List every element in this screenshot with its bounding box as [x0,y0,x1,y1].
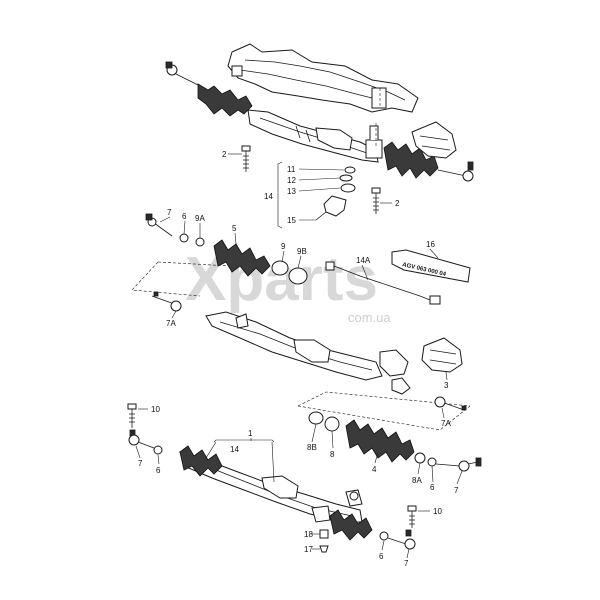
callout-7-mid: 7 [167,208,172,217]
tie-rod-7A-left [170,300,182,312]
watermark-domain: com.ua [348,310,391,325]
ring-8A [414,452,426,464]
middle-rack-assembly: AGV 063 000 04 [131,213,471,431]
callout-14A: 14A [356,256,371,265]
nut-6-bottom-right [379,531,389,541]
callout-6-bottom-right: 6 [379,552,384,561]
boot-4 [345,419,415,463]
tie-rod-end-7-bottom [128,434,140,446]
callout-15: 15 [287,216,296,225]
callout-8B: 8B [307,443,317,452]
pinion-middle [379,349,409,377]
bolt-2-left [241,145,251,172]
bolt-10-left [127,403,137,428]
callout-7-kit: 7 [454,486,459,495]
callout-14-bottom: 14 [230,445,239,454]
ring-13 [340,183,356,193]
callout-6-bottom-left: 6 [156,466,161,475]
callout-9A: 9A [195,214,205,223]
valve-housing [315,127,353,151]
boot-right-top [383,141,439,179]
callout-9: 9 [281,242,286,251]
callout-10-right: 10 [433,507,442,516]
shield-bracket [371,87,387,109]
watermark-brand: Xparts [185,245,378,314]
tie-rod-end-right [462,170,474,182]
tie-rod-end-7-bottom-right [404,538,416,550]
rack-body-middle [205,311,383,381]
callout-7A-left: 7A [166,319,176,328]
part-18 [319,529,329,539]
callout-4: 4 [372,465,377,474]
callout-16: 16 [426,240,435,249]
callout-14-top: 14 [264,192,273,201]
seal-11 [344,166,356,174]
callout-2-right: 2 [395,199,400,208]
callout-5: 5 [232,224,237,233]
callout-17: 17 [304,545,313,554]
callouts-top: 2 11 12 13 14 15 2 [222,150,400,229]
nut-6-kit [427,457,437,467]
valve-housing-bottom [261,475,299,499]
callout-7-bottom-right: 7 [404,559,409,568]
callout-9B: 9B [297,247,307,256]
valve-housing-middle [293,339,331,363]
callout-11: 11 [287,165,296,174]
callout-6-mid: 6 [182,212,187,221]
sensor-14A [325,261,335,271]
callout-1: 1 [248,429,253,438]
top-rack-assembly [165,43,474,221]
sensor-cable [333,265,431,301]
bolt-2-right [371,187,381,214]
sensor-plug [429,295,441,305]
part-17 [319,545,329,553]
callout-2-left: 2 [222,150,227,159]
clamp-9 [271,260,289,276]
clamp-9B [288,267,308,285]
clamp-8B [308,411,324,425]
boot-left-bottom [179,445,223,477]
callouts-middle: 7 6 9A 5 9 9B 14A 16 7A 3 7A [159,208,451,428]
callout-10-left: 10 [151,405,160,414]
sensor-15 [323,195,347,217]
callout-8: 8 [330,450,335,459]
nut-6-bottom-left [153,445,163,455]
tie-rod-7A-right [434,396,446,408]
shield-mount [231,65,243,77]
callout-3: 3 [444,381,449,390]
callout-6-kit: 6 [430,483,435,492]
callouts-bottom: 10 7 6 1 14 8B 8 4 8A 6 7 10 18 17 6 7 [135,405,463,568]
callout-13: 13 [287,187,296,196]
bolt-10-right [407,505,417,528]
grease-tube-16 [391,249,471,283]
ring-9A [195,237,205,247]
boot-right-bottom [329,509,373,541]
callout-18: 18 [304,530,313,539]
dust-cap-3 [421,337,463,373]
tie-rod-end-7-kit [458,460,470,472]
heat-shield [227,43,419,113]
callout-8A: 8A [412,476,422,485]
callout-12: 12 [287,176,296,185]
boot-5 [213,239,271,277]
boot-left-top [197,83,253,117]
clamp-8 [324,416,340,432]
nut-6 [179,233,189,243]
callout-7A-right: 7A [441,419,451,428]
ring-12 [339,174,353,182]
callout-7-bottom-left: 7 [138,459,143,468]
bottom-rack-assembly [127,403,482,553]
pinion-housing [365,139,383,159]
